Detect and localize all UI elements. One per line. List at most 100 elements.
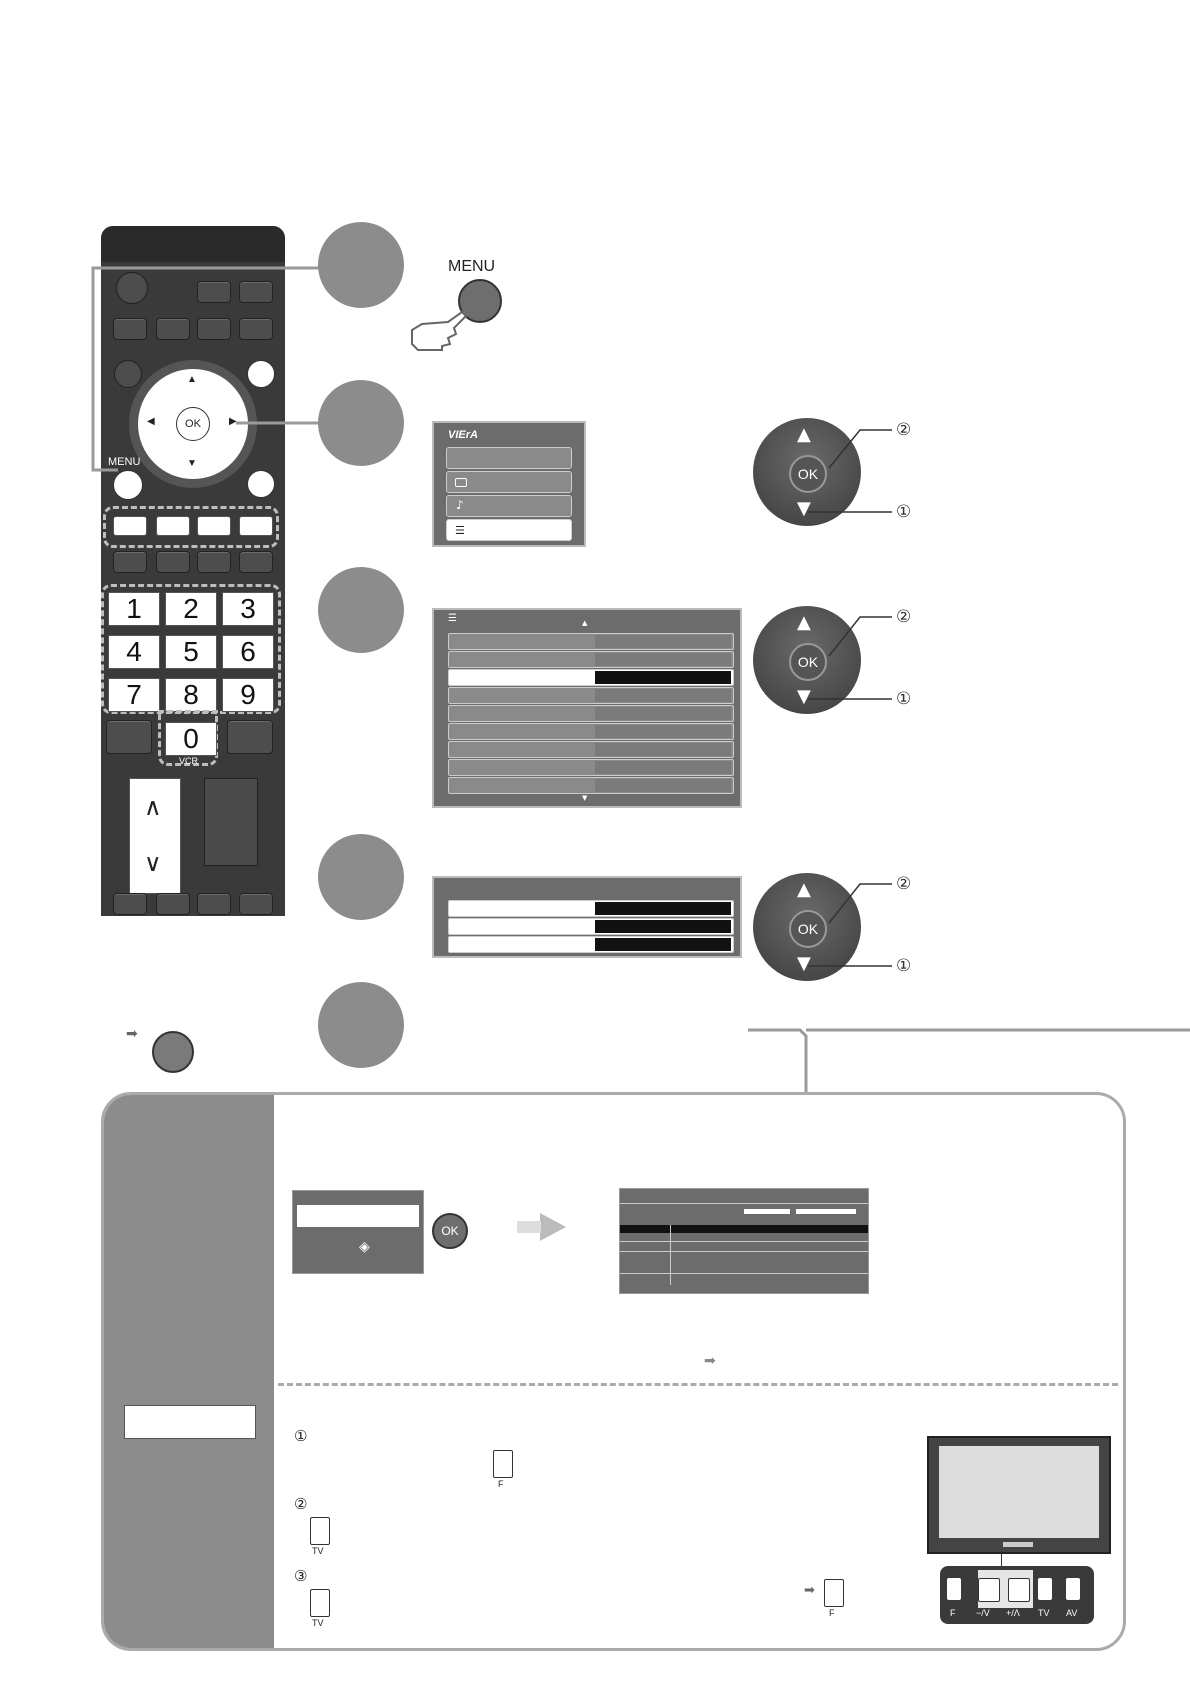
blue-key[interactable] xyxy=(239,516,273,536)
menu-item-setup[interactable]: ☰ xyxy=(446,519,572,541)
remote-button[interactable] xyxy=(113,318,147,340)
scroll-up-icon: ▲ xyxy=(582,619,588,627)
tv-key-volume-up[interactable] xyxy=(1008,1578,1030,1602)
remote-button[interactable] xyxy=(106,720,152,754)
cursor-pad[interactable]: ▲ OK ▼ xyxy=(753,418,861,526)
sub-step-3: ③ xyxy=(294,1567,308,1585)
option-row[interactable] xyxy=(448,900,734,917)
ok-button[interactable]: OK xyxy=(432,1213,468,1249)
number-key-9[interactable]: 9 xyxy=(222,678,274,712)
remote-button[interactable] xyxy=(247,360,275,388)
number-key-3[interactable]: 3 xyxy=(222,592,274,626)
remote-button[interactable] xyxy=(227,720,273,754)
number-key-2[interactable]: 2 xyxy=(165,592,217,626)
remote-button[interactable] xyxy=(113,893,147,915)
up-arrow-icon: ▲ xyxy=(797,612,811,633)
remote-button[interactable] xyxy=(156,551,190,573)
number-key-5[interactable]: 5 xyxy=(165,635,217,669)
up-arrow-icon: ▲ xyxy=(797,424,811,445)
setup-row[interactable] xyxy=(448,759,734,776)
ok-button[interactable]: OK xyxy=(176,407,210,441)
remote-top xyxy=(101,226,285,262)
setup-row[interactable] xyxy=(448,723,734,740)
menu-button[interactable] xyxy=(113,470,143,500)
yellow-key[interactable] xyxy=(197,516,231,536)
tv-key-av[interactable] xyxy=(1066,1578,1080,1600)
sub-step-1: ① xyxy=(294,1427,308,1445)
setup-row[interactable] xyxy=(448,777,734,794)
remote-button[interactable] xyxy=(156,318,190,340)
tv-leader-line xyxy=(1001,1551,1002,1571)
setup-menu: ☰ ▲ ▼ xyxy=(432,608,742,808)
ok-button[interactable]: OK xyxy=(789,455,827,493)
callout-2: ② xyxy=(896,874,912,894)
remote-button[interactable] xyxy=(156,893,190,915)
channel-rocker[interactable]: ∧ ∨ xyxy=(129,778,181,894)
tv-key-tv[interactable] xyxy=(1038,1578,1052,1600)
arrow-right-icon: ➡ xyxy=(804,1583,815,1598)
volume-rocker[interactable] xyxy=(204,778,258,866)
arrow-right-icon xyxy=(540,1213,566,1241)
number-key-1[interactable]: 1 xyxy=(108,592,160,626)
viera-logo: VIErA xyxy=(448,429,478,441)
info-panel: ◈ OK ➡ ① F ② TV ③ TV ➡ F F −/V xyxy=(101,1092,1126,1651)
red-key[interactable] xyxy=(113,516,147,536)
remote-button[interactable] xyxy=(239,551,273,573)
remote-button[interactable] xyxy=(197,318,231,340)
ok-button[interactable]: OK xyxy=(789,910,827,948)
menu-item-display[interactable] xyxy=(446,471,572,493)
green-key[interactable] xyxy=(156,516,190,536)
callout-1: ① xyxy=(896,956,912,976)
power-button[interactable] xyxy=(116,272,148,304)
right-arrow-icon: ▶ xyxy=(229,416,237,427)
menu-label: MENU xyxy=(108,456,141,468)
tv-key-volume-down[interactable] xyxy=(978,1578,1000,1602)
tv-side-label: +/Λ xyxy=(1006,1608,1020,1618)
channel-down-icon[interactable]: ∨ xyxy=(144,849,162,877)
remote-button[interactable] xyxy=(247,470,275,498)
option-row[interactable] xyxy=(448,918,734,935)
f-key-label: F xyxy=(498,1479,504,1489)
number-key-7[interactable]: 7 xyxy=(108,678,160,712)
list-icon: ☰ xyxy=(455,524,465,537)
panel-label-box xyxy=(124,1405,256,1439)
down-arrow-icon: ▼ xyxy=(797,686,811,707)
music-icon: ♪ xyxy=(456,498,464,512)
remote-button[interactable] xyxy=(197,551,231,573)
setup-row[interactable] xyxy=(448,705,734,722)
remote-button[interactable] xyxy=(239,318,273,340)
setup-row[interactable] xyxy=(448,741,734,758)
remote-button[interactable] xyxy=(197,281,231,303)
channel-up-icon[interactable]: ∧ xyxy=(144,793,162,821)
tv-control-panel xyxy=(1003,1542,1033,1547)
remote-button[interactable] xyxy=(114,360,142,388)
callout-1: ① xyxy=(896,502,912,522)
callout-1: ① xyxy=(896,689,912,709)
menu-item-picture[interactable] xyxy=(446,447,572,469)
remote-button[interactable] xyxy=(239,281,273,303)
setup-row[interactable] xyxy=(448,633,734,650)
remote-button[interactable] xyxy=(113,551,147,573)
number-key-0[interactable]: 0 xyxy=(165,722,217,756)
setup-row-selected[interactable] xyxy=(448,669,734,686)
small-menu-item-selected[interactable] xyxy=(297,1205,419,1227)
option-row[interactable] xyxy=(448,936,734,953)
step-3-circle xyxy=(318,567,404,653)
remote-button[interactable] xyxy=(197,893,231,915)
step-4-circle xyxy=(318,834,404,920)
return-button[interactable] xyxy=(152,1031,194,1073)
cursor-pad[interactable]: ▲ OK ▼ xyxy=(753,873,861,981)
list-row-selected[interactable] xyxy=(620,1225,868,1233)
ok-button[interactable]: OK xyxy=(789,643,827,681)
menu-item-sound[interactable]: ♪ xyxy=(446,495,572,517)
menu-button[interactable] xyxy=(458,279,502,323)
tv-key-f[interactable] xyxy=(947,1578,961,1600)
number-key-6[interactable]: 6 xyxy=(222,635,274,669)
remote-button[interactable] xyxy=(239,893,273,915)
number-key-8[interactable]: 8 xyxy=(165,678,217,712)
setup-row[interactable] xyxy=(448,651,734,668)
setup-row[interactable] xyxy=(448,687,734,704)
cursor-pad[interactable]: ▲ OK ▼ xyxy=(753,606,861,714)
number-key-4[interactable]: 4 xyxy=(108,635,160,669)
